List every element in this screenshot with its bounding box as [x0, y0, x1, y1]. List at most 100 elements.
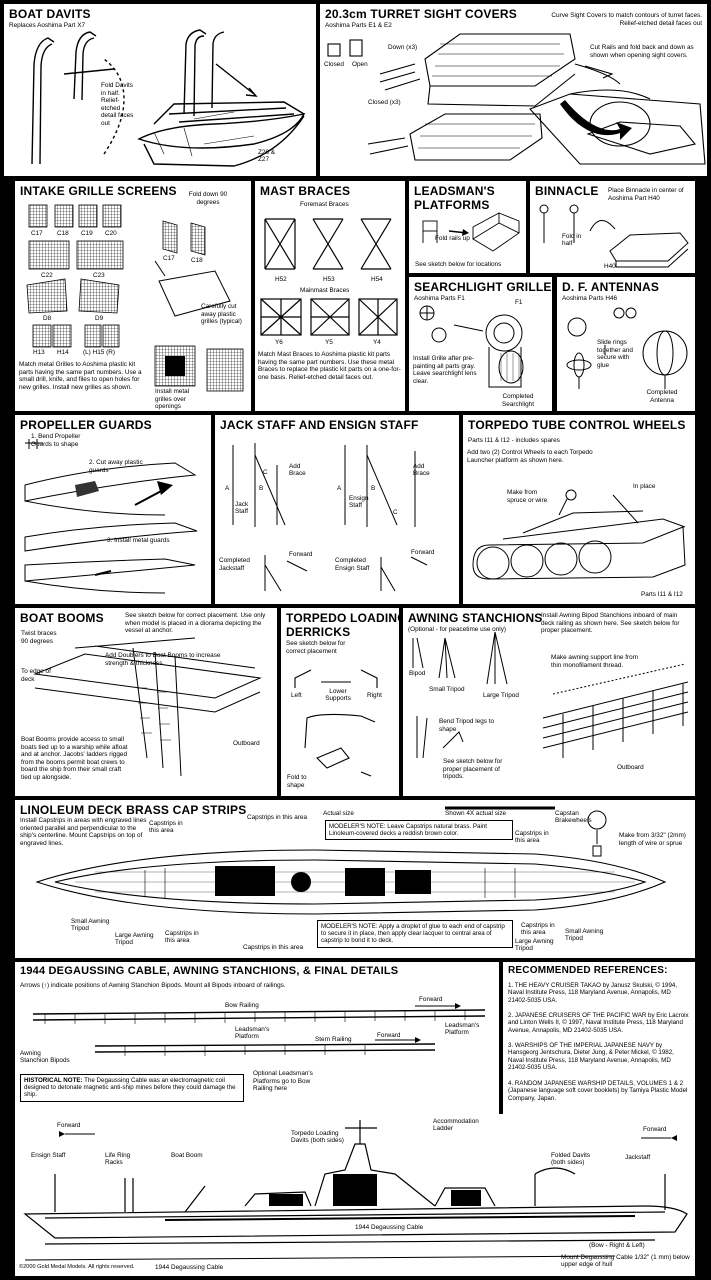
lino-cap-area-6: Capstrips in this area — [521, 922, 555, 936]
intake-c19: C19 — [81, 230, 93, 237]
jack-c-2: C — [393, 509, 398, 516]
mast-h54: H54 — [371, 276, 383, 283]
dg-arrows: Arrows (↑) indicate positions of Awning … — [20, 982, 286, 989]
dg-historical-text: The Degaussing Cable was an electromagne… — [24, 1077, 236, 1099]
prop-title: PROPELLER GUARDS — [20, 418, 152, 432]
tld-note: See sketch below for correct placement — [286, 640, 346, 655]
booms-twist: Twist braces 90 degrees — [21, 630, 57, 645]
mast-h52: H52 — [275, 276, 287, 283]
awning-panel: AWNING STANCHIONS (Optional - for peacet… — [403, 608, 695, 796]
refs-item-3: 3. WARSHIPS OF THE IMPERIAL JAPANESE NAV… — [508, 1042, 674, 1072]
jack-drawing — [232, 443, 428, 592]
ship-ensign: Ensign Staff — [31, 1152, 66, 1159]
leadsman-fold: Fold rails up — [435, 235, 470, 242]
intake-c17-b: C17 — [163, 255, 175, 262]
boat-davits-drawing — [31, 29, 306, 167]
intake-d9: D9 — [95, 315, 104, 322]
dg-drawing — [32, 1003, 486, 1056]
turret-closed3-label: Closed (x3) — [368, 99, 401, 106]
ttcw-panel: TORPEDO TUBE CONTROL WHEELS Parts I11 & … — [463, 415, 695, 604]
intake-panel: INTAKE GRILLE SCREENS — [15, 181, 251, 411]
leadsman-drawing — [422, 212, 520, 252]
intake-c18-b: C18 — [191, 257, 203, 264]
ship-life-ring: Life Ring Racks — [105, 1152, 131, 1166]
ship-jackstaff: Jackstaff — [625, 1154, 651, 1161]
jack-add-brace-1: Add Brace — [289, 463, 306, 477]
jack-ensign-label: Ensign Staff — [349, 495, 369, 509]
tld-left: Left — [291, 692, 302, 699]
refs-title: RECOMMENDED REFERENCES: — [508, 965, 668, 976]
booms-note: See sketch below for correct placement. … — [125, 612, 266, 635]
ttcw-note: Add two (2) Control Wheels to each Torpe… — [467, 449, 593, 464]
lino-small-tripod-2: Small Awning Tripod — [565, 928, 604, 942]
awning-make-line: Make awning support line from thin monof… — [551, 654, 639, 669]
lino-make: Make from 3/32" (2mm) length of wire or … — [619, 832, 686, 847]
ttcw-inplace: In place — [633, 483, 656, 490]
mast-y5: Y5 — [325, 339, 333, 346]
intake-install-note: Install metal grilles over openings — [155, 388, 190, 411]
prop-step-2: 2. Cut away plastic guards — [89, 459, 143, 474]
prop-drawing — [24, 439, 198, 594]
ship-forward-1: Forward — [57, 1122, 81, 1129]
df-panel: D. F. ANTENNAS Aoshima Parts H46 Slide r… — [557, 277, 695, 411]
awning-outboard: Outboard — [617, 764, 644, 771]
leadsman-title-1: LEADSMAN'S — [414, 184, 495, 198]
ttcw-title: TORPEDO TUBE CONTROL WHEELS — [468, 418, 686, 432]
boat-davits-subtitle: Replaces Aoshima Part X7 — [9, 22, 86, 29]
intake-h14: H14 — [57, 349, 69, 356]
ship-torpedo-davits: Torpedo Loading Davits (both sides) — [291, 1130, 344, 1144]
ship-bow: (Bow - Right & Left) — [589, 1242, 645, 1249]
intake-h15: (L) H15 (R) — [83, 349, 115, 356]
dg-bow-railing: Bow Railing — [225, 1002, 259, 1009]
tld-panel: TORPEDO LOADING DERRICKS See sketch belo… — [281, 608, 399, 796]
turret-note2: Cut Rails and fold back and down as show… — [590, 44, 694, 59]
refs-item-2: 2. JAPANESE CRUISERS OF THE PACIFIC WAR … — [508, 1012, 689, 1034]
lino-title: LINOLEUM DECK BRASS CAP STRIPS — [20, 803, 247, 817]
booms-outboard: Outboard — [233, 740, 260, 747]
ttcw-subtitle: Parts I11 & I12 - includes spares — [468, 437, 560, 444]
booms-body: Boat Booms provide access to small boats… — [21, 736, 128, 781]
awning-small: Small Tripod — [429, 686, 465, 693]
intake-carefully-note: Carefully cut away plastic grilles (typi… — [201, 303, 242, 326]
booms-edge: To edge of deck — [21, 668, 51, 683]
ttcw-parts: Parts I11 & I12 — [641, 591, 683, 598]
binnacle-note: Place Binnacle in center of Aoshima Part… — [608, 187, 684, 202]
dg-historical: HISTORICAL NOTE: The Degaussing Cable wa… — [20, 1074, 244, 1102]
lino-large-tripod: Large Awning Tripod — [115, 932, 154, 946]
ship-cable-2: 1944 Degaussing Cable — [155, 1264, 224, 1271]
boat-davits-panel: BOAT DAVITS Replaces Aoshima Part X7 — [4, 4, 316, 176]
ship-profile-drawing — [23, 1120, 688, 1261]
ship-mount: Mount Degaussing Cable 1/32" (1 mm) belo… — [561, 1254, 690, 1268]
mast-h53: H53 — [323, 276, 335, 283]
lino-large-tripod-2: Large Awning Tripod — [515, 938, 554, 952]
dg-title: 1944 DEGAUSSING CABLE, AWNING STANCHIONS… — [20, 965, 399, 977]
searchlight-panel: SEARCHLIGHT GRILLES Aoshima Parts F1 F1 … — [409, 277, 552, 411]
ship-accom: Accommodation Ladder — [433, 1118, 479, 1132]
turret-closed-label: Closed — [324, 61, 344, 68]
lino-cap-area-1: Capstrips in this area — [149, 820, 183, 834]
prop-panel: PROPELLER GUARDS 1. Bend Propeller Guard… — [15, 415, 211, 604]
intake-drawing — [26, 204, 244, 392]
turret-panel: 20.3cm TURRET SIGHT COVERS Aoshima Parts… — [320, 4, 707, 176]
dg-stern-railing: Stern Railing — [315, 1036, 352, 1043]
mast-foremast: Foremast Braces — [300, 201, 349, 208]
lino-cap-area-2: Capstrips in this area — [247, 814, 308, 821]
tld-title-2: DERRICKS — [286, 625, 351, 639]
searchlight-drawing — [419, 305, 524, 388]
ttcw-drawing — [472, 489, 686, 580]
refs-item-4: 4. RANDOM JAPANESE WARSHIP DETAILS, VOLU… — [508, 1080, 688, 1102]
ship-folded-davits: Folded Davits (both sides) — [551, 1152, 591, 1166]
booms-doublers: Add Doublers to Boat Booms to increase s… — [105, 652, 221, 667]
dg-forward-1: Forward — [419, 996, 443, 1003]
boat-davits-note: Fold Davits in half. Relief-etched detai… — [101, 82, 134, 127]
awning-see: See sketch below for proper placement of… — [443, 758, 503, 781]
mast-title: MAST BRACES — [260, 184, 351, 198]
dg-bipods: Awning Stanchion Bipods — [20, 1050, 70, 1064]
intake-c23: C23 — [93, 272, 105, 279]
ttcw-make: Make from spruce or wire — [507, 489, 548, 504]
leadsman-panel: LEADSMAN'S PLATFORMS Fold rails up See s… — [409, 181, 526, 273]
tld-right: Right — [367, 692, 382, 699]
boat-davits-title: BOAT DAVITS — [9, 7, 91, 21]
df-subtitle: Aoshima Parts H46 — [562, 295, 618, 302]
